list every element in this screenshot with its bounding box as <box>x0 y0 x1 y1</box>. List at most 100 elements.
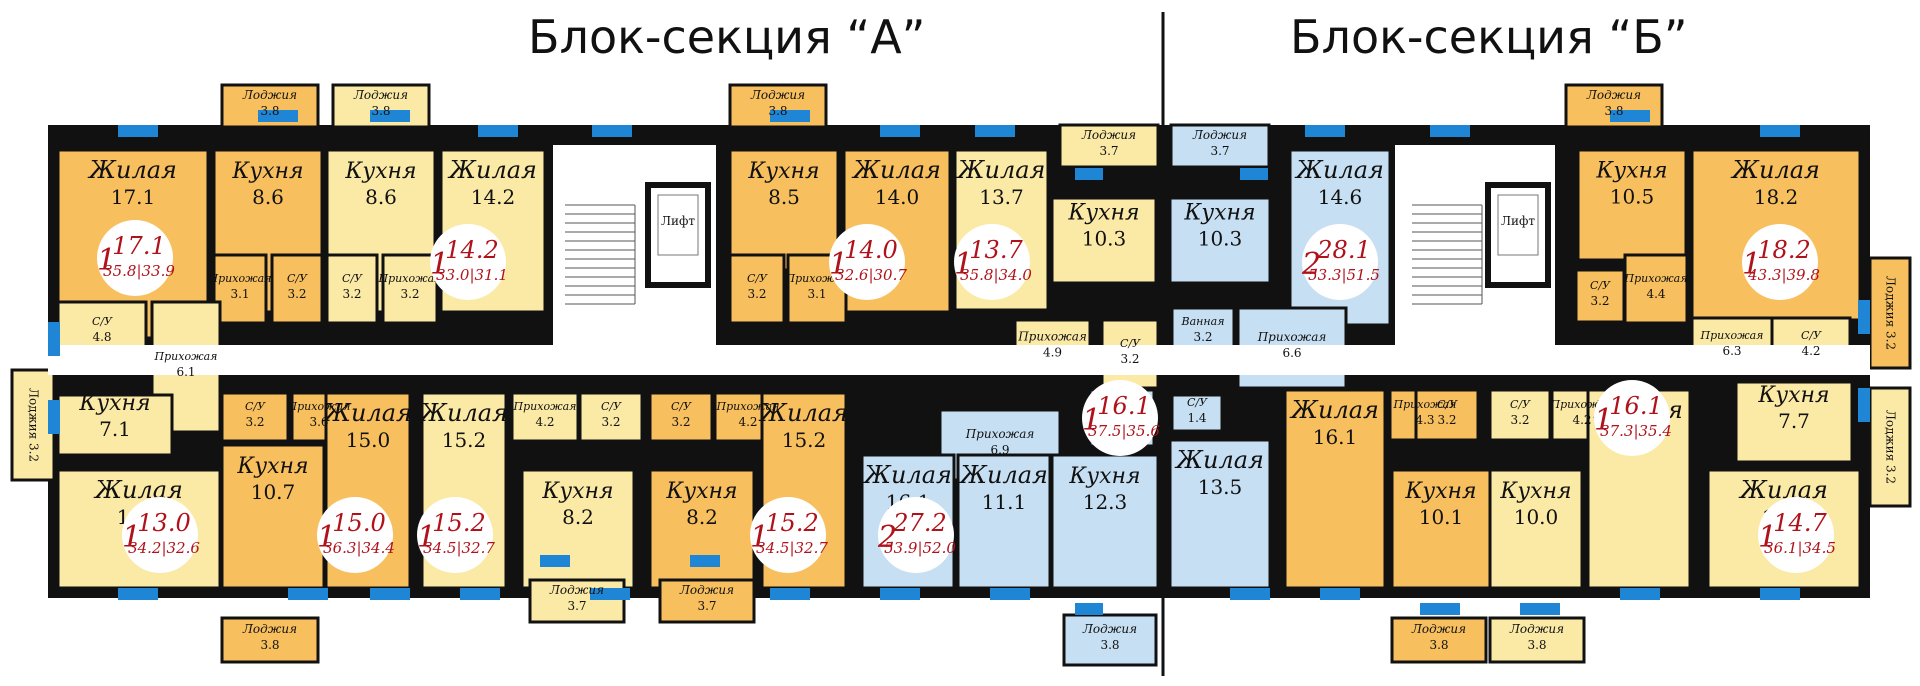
room-name-66: Кухня <box>1499 479 1571 504</box>
room-area-13: 3.2 <box>747 287 766 301</box>
window-29 <box>1420 603 1460 615</box>
room-area-71: 7.7 <box>1778 409 1810 433</box>
window-16 <box>118 588 158 600</box>
window-9 <box>1240 168 1268 180</box>
badge-rooms: 1 <box>417 520 436 555</box>
room-8 <box>325 253 379 325</box>
room-20 <box>1169 123 1271 169</box>
room-name-37: С/У <box>245 400 266 413</box>
room-area-9: 3.2 <box>400 287 419 301</box>
window-12 <box>1610 110 1650 122</box>
badge-circle <box>430 224 506 300</box>
badge-totals: 34.5|32.7 <box>756 539 828 557</box>
room-34 <box>56 393 174 457</box>
badge-circle <box>122 497 198 573</box>
room-label-31: Лоджия 3.2 <box>1884 276 1898 350</box>
room-area-46: 3.7 <box>567 599 586 613</box>
room-area-54: 11.1 <box>982 490 1027 514</box>
room-name-32: С/У <box>92 315 113 328</box>
room-name-51: Лоджия <box>679 583 734 597</box>
badge-living: 16.1 <box>1097 392 1150 420</box>
apartment-badge-1: 114.233.0|31.1 <box>430 224 508 300</box>
room-16 <box>1058 123 1160 169</box>
lift-label-1: Лифт <box>1501 214 1535 228</box>
room-59 <box>1283 388 1387 590</box>
badge-rooms: 1 <box>317 520 336 555</box>
room-name-15: Жилая <box>956 156 1046 184</box>
room-name-64: С/У <box>1510 398 1531 411</box>
badge-rooms: 1 <box>97 243 116 278</box>
badge-living: 14.7 <box>1773 509 1827 537</box>
room-area-8: 3.2 <box>342 287 361 301</box>
window-27 <box>1230 588 1270 600</box>
room-area-4: 3.8 <box>260 104 279 118</box>
window-23 <box>770 588 810 600</box>
badge-living: 27.2 <box>892 509 946 537</box>
badge-circle <box>878 497 954 573</box>
room-area-24: 6.6 <box>1282 346 1301 360</box>
room-area-25: 1.4 <box>1187 411 1206 425</box>
room-73 <box>1868 386 1912 508</box>
badge-living: 15.2 <box>432 509 485 537</box>
window-1 <box>258 110 298 122</box>
badge-totals: 37.5|35.6 <box>1088 422 1160 440</box>
window-18 <box>370 588 410 600</box>
room-6 <box>212 253 268 325</box>
badge-totals: 43.3|39.8 <box>1747 266 1820 284</box>
room-area-37: 3.2 <box>245 415 264 429</box>
room-name-43: Прихожая <box>513 400 577 413</box>
room-45 <box>520 468 636 590</box>
badge-living: 13.7 <box>969 236 1023 264</box>
apartment-badge-10: 227.253.9|52.0 <box>877 497 956 573</box>
room-name-21: Кухня <box>1183 200 1255 225</box>
room-name-61: С/У <box>1437 398 1458 411</box>
badge-totals: 35.8|34.0 <box>960 266 1032 284</box>
badge-totals: 33.0|31.1 <box>436 266 508 284</box>
apartment-badge-11: 116.137.5|35.6 <box>1082 380 1160 456</box>
room-name-47: С/У <box>671 400 692 413</box>
lift-shaft-1 <box>1485 182 1551 288</box>
lift-car-0 <box>657 194 699 256</box>
room-area-14: 3.1 <box>807 287 826 301</box>
room-name-6: Прихожая <box>208 272 272 285</box>
window-19 <box>460 588 500 600</box>
labels-layer: Жилая17.1Кухня8.6Кухня8.6Жилая14.2Лоджия… <box>27 88 1898 652</box>
room-46 <box>528 578 626 624</box>
room-name-20: Лоджия <box>1192 128 1247 142</box>
badge-rooms: 2 <box>1301 247 1321 282</box>
badge-circle <box>1594 380 1670 456</box>
badge-living: 15.0 <box>332 509 385 537</box>
room-area-59: 16.1 <box>1313 425 1358 449</box>
room-area-55: 12.3 <box>1083 490 1128 514</box>
room-37 <box>220 391 290 443</box>
window-13 <box>1760 125 1800 137</box>
room-area-11: 8.5 <box>768 185 800 209</box>
badge-totals: 53.3|51.5 <box>1308 266 1380 284</box>
apartment-badge-6: 113.034.2|32.6 <box>122 497 200 573</box>
room-area-45: 8.2 <box>562 505 594 529</box>
room-area-23: 3.2 <box>1193 330 1212 344</box>
window-11 <box>1430 125 1470 137</box>
window-21 <box>590 588 630 600</box>
room-area-21: 10.3 <box>1198 226 1243 250</box>
window-7 <box>975 125 1015 137</box>
lift-car-1 <box>1497 194 1539 256</box>
badge-circle <box>750 497 826 573</box>
room-name-52: Прихожая <box>965 427 1035 441</box>
badge-rooms: 1 <box>954 247 973 282</box>
room-name-34: Кухня <box>78 391 150 416</box>
badge-circle <box>1758 497 1834 573</box>
room-area-43: 4.2 <box>535 415 554 429</box>
room-name-9: Прихожая <box>378 272 442 285</box>
room-51 <box>658 578 756 624</box>
room-area-41: 3.8 <box>260 638 279 652</box>
window-6 <box>880 125 920 137</box>
room-name-2: Кухня <box>344 159 416 184</box>
room-area-57: 3.8 <box>1100 638 1119 652</box>
room-26 <box>1564 83 1664 129</box>
room-name-53: Жилая <box>862 461 952 489</box>
room-name-62: Кухня <box>1404 479 1476 504</box>
room-area-66: 10.0 <box>1514 505 1559 529</box>
room-area-26: 3.8 <box>1604 104 1623 118</box>
badge-totals: 35.8|33.9 <box>103 262 175 280</box>
